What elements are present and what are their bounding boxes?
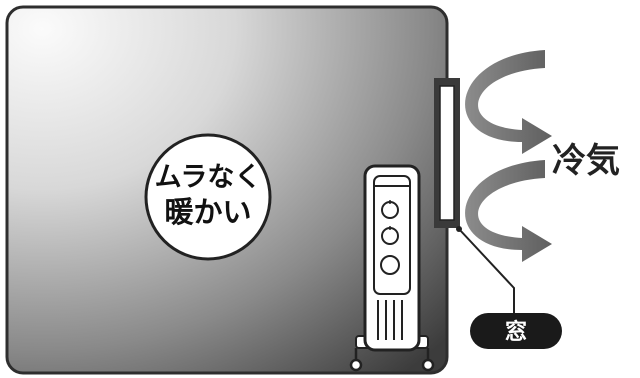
cold-air-label: 冷気 [552, 141, 620, 181]
warm-label-line2: 暖かい [164, 195, 251, 229]
warm-label-line1: ムラなく [155, 162, 262, 193]
warm-evenly-badge: ムラなく 暖かい [144, 133, 272, 261]
curved-arrow-icon [465, 50, 552, 154]
oil-heater-icon [349, 164, 435, 372]
window [434, 78, 515, 315]
window-label: 窓 [470, 313, 562, 349]
curved-arrow-icon [465, 160, 552, 262]
svg-text:窓: 窓 [505, 319, 527, 345]
